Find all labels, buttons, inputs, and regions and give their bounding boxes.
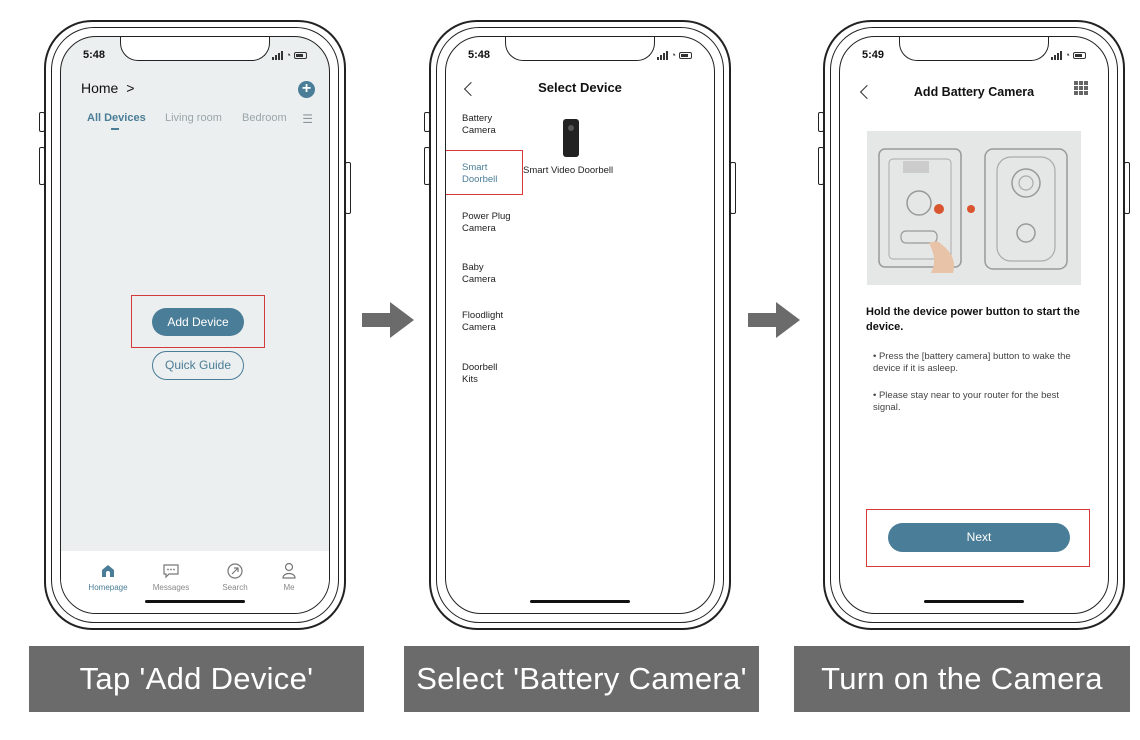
wifi-icon: ◔ <box>1064 50 1070 60</box>
category-doorbell-kits[interactable]: Doorbell Kits <box>462 362 498 385</box>
tab-all-devices[interactable]: All Devices <box>87 112 146 124</box>
select-device-screen: 5:48 ◔ Select Device Battery Camera Smar… <box>445 36 715 614</box>
page-title: Select Device <box>538 80 622 95</box>
next-button[interactable]: Next <box>888 523 1070 552</box>
home-icon <box>102 565 114 577</box>
phone-add-battery-camera: 5:49 ◔ Add Battery Camera <box>818 20 1130 630</box>
wifi-icon: ◔ <box>670 50 676 60</box>
tab-active-indicator <box>111 128 119 130</box>
signal-icon <box>271 51 283 60</box>
tab-bedroom[interactable]: Bedroom <box>242 112 287 124</box>
category-power-plug-camera[interactable]: Power Plug Camera <box>462 211 511 234</box>
nav-me[interactable]: Me <box>264 561 314 592</box>
wifi-icon: ◔ <box>285 50 291 60</box>
add-device-highlight <box>131 295 265 348</box>
nav-homepage-label: Homepage <box>88 583 128 592</box>
signal-icon <box>656 51 668 60</box>
arrow-right-icon <box>748 302 800 338</box>
home-title[interactable]: Home > <box>81 80 134 96</box>
search-icon <box>227 563 243 579</box>
home-indicator <box>145 600 245 603</box>
category-battery-camera[interactable]: Battery Camera <box>462 113 496 136</box>
caption-step-3: Turn on the Camera <box>794 646 1130 712</box>
chevron-right-icon: > <box>126 80 135 96</box>
user-icon <box>282 562 296 579</box>
instruction-bullet: Press the [battery camera] button to wak… <box>873 351 1083 375</box>
add-camera-screen: 5:49 ◔ Add Battery Camera <box>839 36 1109 614</box>
caption-step-2: Select 'Battery Camera' <box>404 646 759 712</box>
status-bar: 5:48 ◔ <box>61 49 329 63</box>
camera-power-illustration <box>867 131 1081 285</box>
home-indicator <box>924 600 1024 603</box>
smart-doorbell-highlight <box>446 150 523 195</box>
home-screen: 5:48 ◔ Home > + All Devices Living room … <box>60 36 330 614</box>
nav-me-label: Me <box>283 583 295 592</box>
nav-search-label: Search <box>222 583 248 592</box>
instruction-heading: Hold the device power button to start th… <box>866 306 1080 333</box>
battery-icon <box>294 52 307 59</box>
caption-step-1: Tap 'Add Device' <box>29 646 364 712</box>
home-title-label: Home <box>81 80 119 96</box>
status-time: 5:49 <box>862 49 885 61</box>
bottom-nav: Homepage Messages Search Me <box>61 551 329 613</box>
qr-icon[interactable] <box>1074 81 1088 95</box>
add-device-button[interactable]: Add Device <box>152 308 244 336</box>
battery-icon <box>1073 52 1086 59</box>
next-highlight <box>866 509 1090 567</box>
category-floodlight-camera[interactable]: Floodlight Camera <box>462 310 504 333</box>
menu-icon[interactable]: ☰ <box>302 112 313 126</box>
nav-search[interactable]: Search <box>210 561 260 592</box>
status-time: 5:48 <box>83 49 106 61</box>
instruction-bullet: Please stay near to your router for the … <box>873 390 1083 414</box>
arrow-right-icon <box>362 302 414 338</box>
tab-living-room[interactable]: Living room <box>165 112 222 124</box>
phone-home: 5:48 ◔ Home > + All Devices Living room … <box>39 20 351 630</box>
nav-homepage[interactable]: Homepage <box>83 561 133 592</box>
signal-icon <box>1050 51 1062 60</box>
quick-guide-button[interactable]: Quick Guide <box>152 351 244 380</box>
device-label[interactable]: Smart Video Doorbell <box>523 165 614 176</box>
page-title: Add Battery Camera <box>913 85 1035 99</box>
nav-messages[interactable]: Messages <box>146 561 196 592</box>
home-indicator <box>530 600 630 603</box>
category-smart-doorbell[interactable]: Smart Doorbell <box>462 162 498 185</box>
status-time: 5:48 <box>468 49 491 61</box>
messages-icon <box>163 564 179 579</box>
phone-select-device: 5:48 ◔ Select Device Battery Camera Smar… <box>424 20 736 630</box>
nav-messages-label: Messages <box>152 583 190 592</box>
category-baby-camera[interactable]: Baby Camera <box>462 262 496 285</box>
status-bar: 5:49 ◔ <box>840 49 1108 63</box>
plus-icon[interactable]: + <box>298 81 315 98</box>
status-bar: 5:48 ◔ <box>446 49 714 63</box>
battery-icon <box>679 52 692 59</box>
doorbell-image[interactable] <box>563 119 579 157</box>
